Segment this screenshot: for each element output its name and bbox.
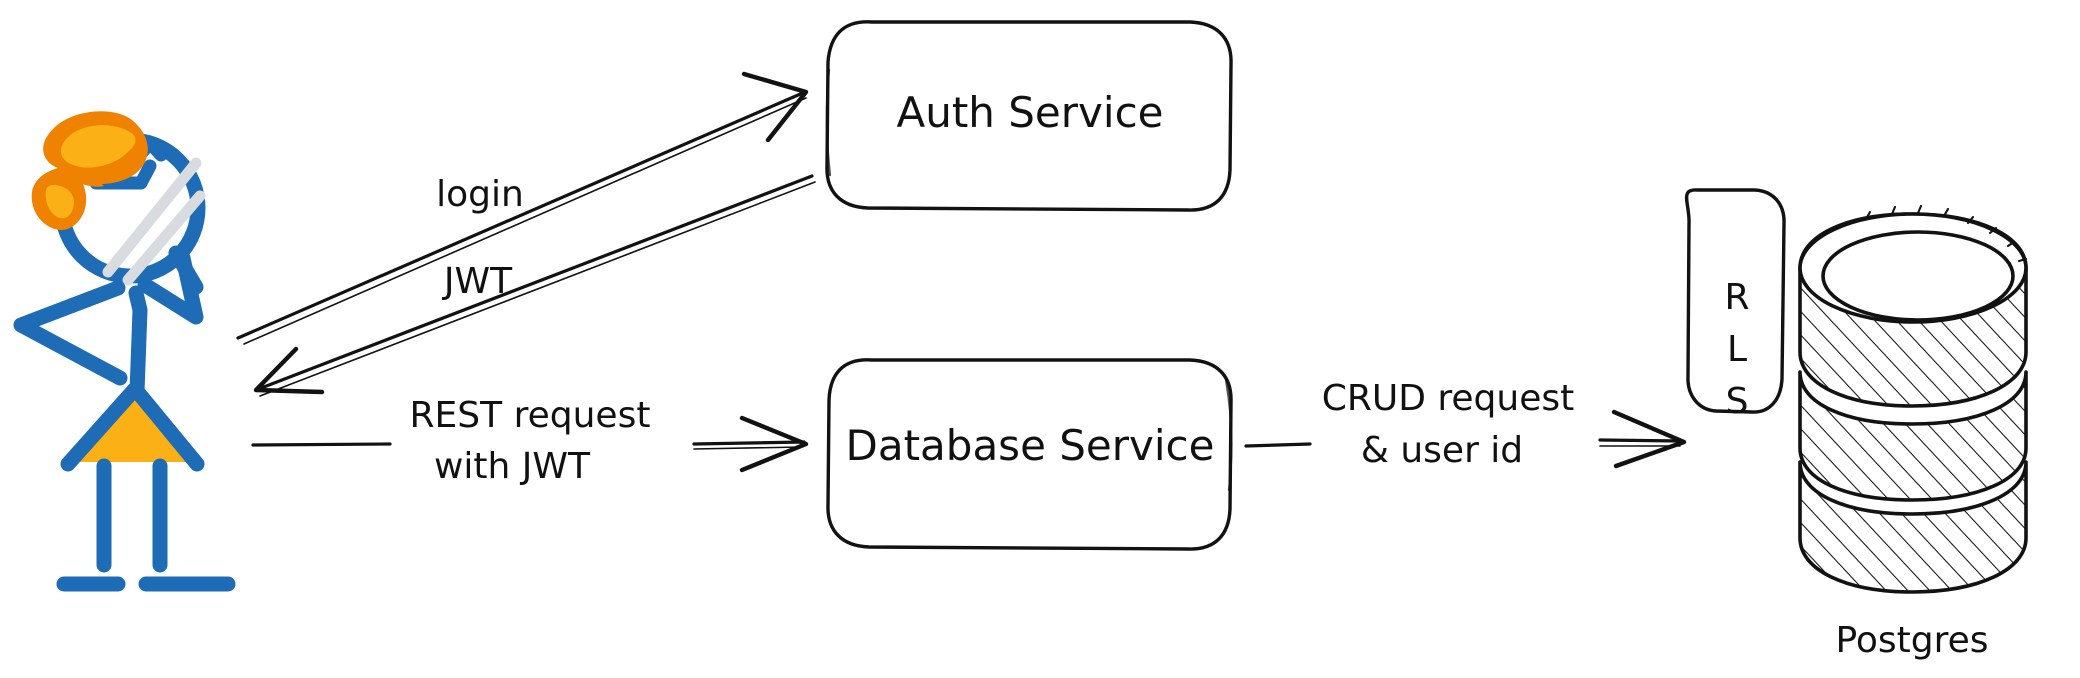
db-rim-ticks (1864, 204, 2028, 263)
database-service-box-sketch (1224, 378, 1233, 492)
actor-arm-left (13, 280, 128, 386)
rls-letter-r: R (1724, 277, 1749, 318)
login-arrow-head (741, 71, 809, 143)
actor-skirt-right (128, 382, 205, 472)
login-arrow-line (236, 90, 807, 340)
actor-hat-tail (45, 185, 74, 219)
jwt-arrow-line (254, 174, 814, 392)
jwt-edge-label: JWT (442, 261, 513, 302)
edge-rest-request (251, 415, 809, 473)
crud-edge-label-line1: CRUD request (1322, 378, 1575, 419)
actor-hat-stem (70, 168, 104, 187)
rest-arrow-line-right (692, 440, 806, 446)
edge-jwt (253, 174, 816, 397)
actor-head-highlight-2 (122, 190, 206, 286)
db-top-ellipse-inner (1821, 230, 2015, 322)
crud-edge-label-line2: & user id (1361, 430, 1523, 471)
rest-arrow-line-left (251, 442, 392, 447)
postgres-caption: Postgres (1835, 620, 1988, 661)
rls-box[interactable] (1684, 188, 1786, 414)
login-edge-label: login (436, 174, 524, 215)
actor-skirt (72, 390, 196, 462)
node-auth-service[interactable] (825, 20, 1233, 212)
actor-head-highlight (102, 157, 202, 278)
rest-arrow-line-right-2 (693, 446, 803, 450)
node-database-service[interactable] (826, 358, 1233, 551)
jwt-arrow-line-2 (259, 181, 816, 397)
crud-arrow-line-right (1598, 438, 1684, 443)
crud-arrow-line-left (1244, 442, 1312, 448)
rls-letter-l: L (1727, 329, 1747, 370)
node-postgres-database[interactable] (1790, 204, 2040, 605)
edge-crud-request (1244, 409, 1687, 469)
jwt-arrow-head (253, 346, 325, 395)
auth-service-box[interactable] (825, 20, 1233, 212)
actor-hat-inner (60, 125, 136, 168)
actor-arm-right (137, 250, 204, 325)
actor-skirt-left (60, 382, 142, 472)
rest-arrow-head (739, 415, 809, 473)
rest-edge-label-line1: REST request (410, 395, 651, 436)
rls-letter-s: S (1726, 381, 1749, 422)
auth-service-label: Auth Service (896, 88, 1163, 137)
login-arrow-line-2 (243, 97, 807, 345)
actor-torso (128, 285, 148, 400)
node-rls[interactable] (1684, 188, 1786, 414)
edge-login (236, 71, 809, 345)
rest-edge-label-line2: with JWT (434, 446, 591, 487)
auth-service-box-sketch (825, 68, 832, 177)
database-service-label: Database Service (846, 421, 1215, 470)
crud-arrow-head (1611, 409, 1687, 469)
user-stick-figure (13, 111, 236, 592)
